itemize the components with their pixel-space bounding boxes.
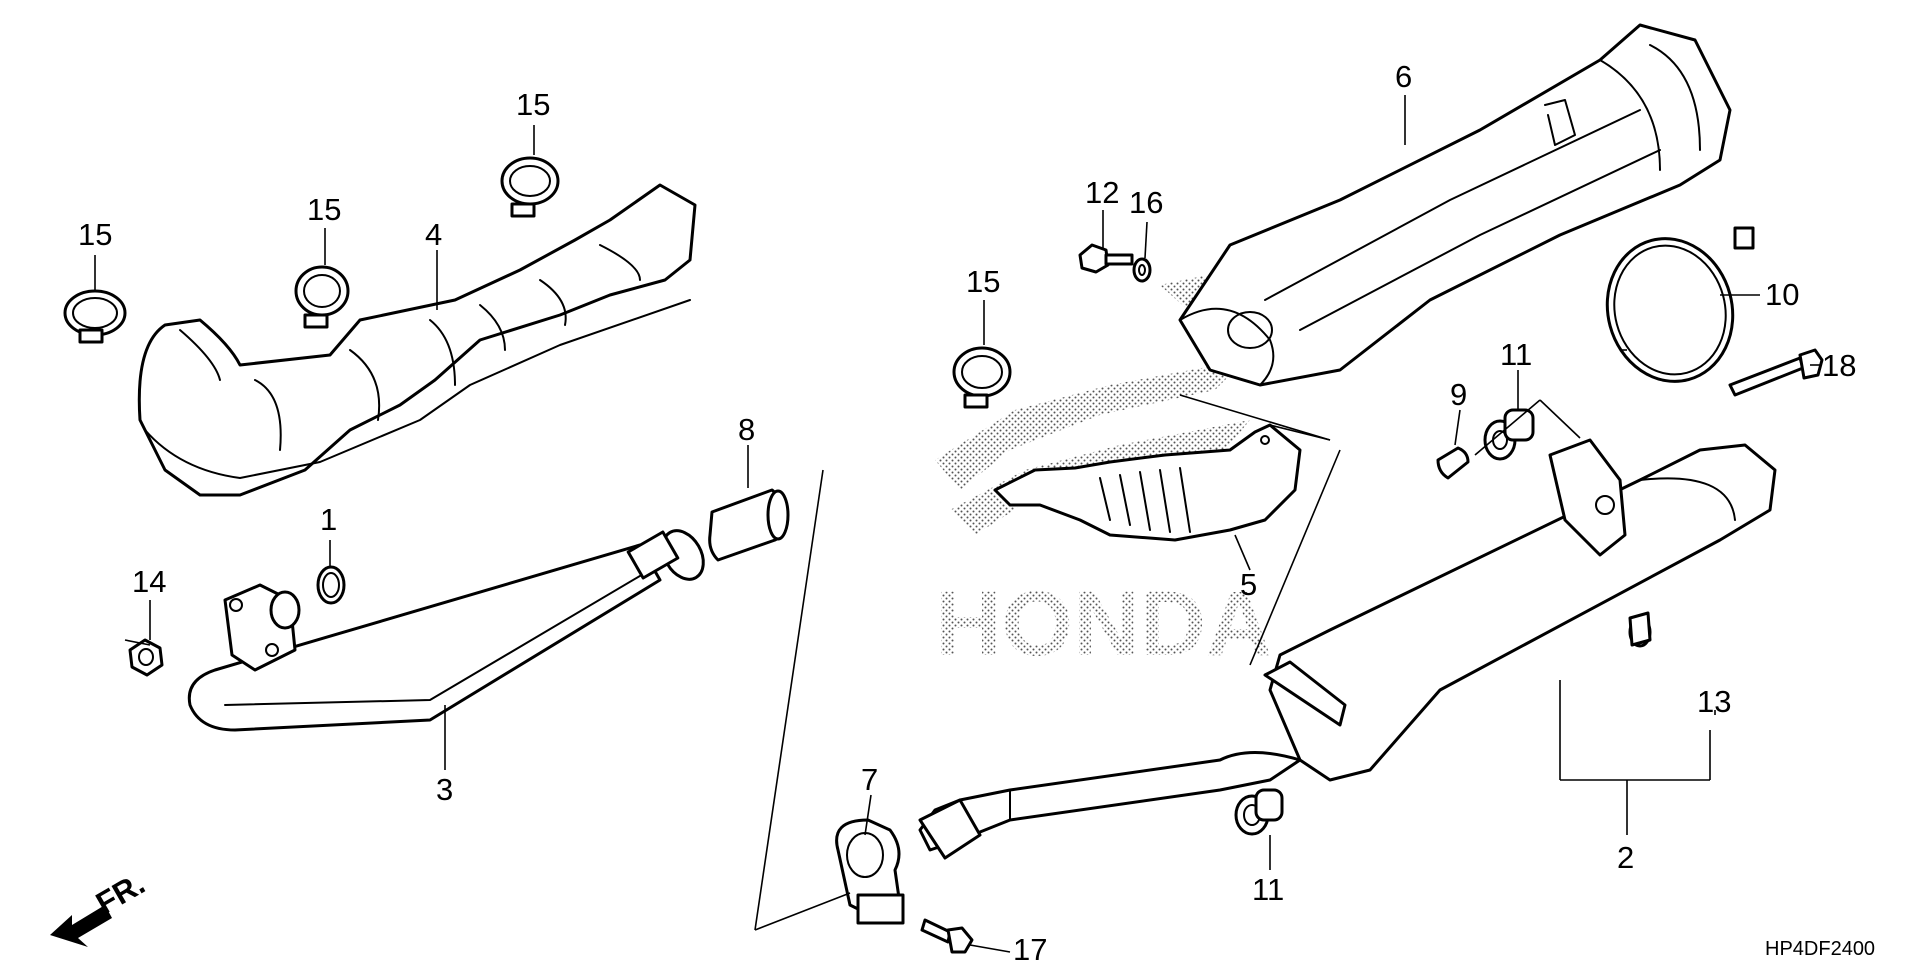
part-3-exhaust-pipe (187, 529, 705, 732)
callout-8: 8 (738, 412, 755, 447)
callout-7: 7 (861, 762, 878, 797)
part-15-clamp-b (294, 265, 350, 329)
part-9-collar (1436, 446, 1470, 480)
part-1-gasket (316, 565, 346, 605)
part-14-nut (128, 638, 164, 677)
part-6-muffler-cover (1178, 23, 1732, 387)
part-5-heat-shield (993, 423, 1302, 542)
callout-11-upper: 11 (1500, 337, 1532, 372)
callout-17: 17 (1013, 932, 1047, 960)
part-18-bolt (1728, 348, 1824, 397)
callout-5: 5 (1240, 567, 1257, 602)
callout-15-b: 15 (307, 192, 341, 227)
part-11-grommet-upper (1483, 408, 1535, 461)
part-15-clamp-d (952, 346, 1012, 409)
callout-6: 6 (1395, 59, 1412, 94)
callout-12: 12 (1085, 175, 1119, 210)
part-8-sleeve (708, 488, 790, 562)
leader-lines (94, 95, 1820, 953)
watermark-text: HONDA (935, 573, 1272, 675)
callout-4: 4 (425, 217, 442, 252)
callout-1: 1 (320, 502, 337, 537)
callout-15-c: 15 (516, 87, 550, 122)
part-15-clamp-a (63, 289, 127, 344)
part-16-washer (1132, 257, 1152, 283)
diagram-code: HP4DF2400 (1765, 938, 1875, 960)
callout-3: 3 (436, 772, 453, 807)
callout-10: 10 (1765, 277, 1799, 312)
part-17-bolt (920, 918, 974, 954)
part-4-upper-heat-cover (137, 183, 697, 497)
part-11-grommet-lower (1234, 788, 1284, 836)
callout-11-lower: 11 (1252, 872, 1284, 907)
part-7-clamp-bracket (835, 818, 905, 925)
callout-labels: 1 2 3 4 5 6 7 8 9 10 11 11 12 13 14 15 1… (78, 59, 1856, 960)
front-direction-arrow: FR. (50, 866, 151, 947)
part-12-bolt (1078, 243, 1134, 274)
callout-9: 9 (1450, 377, 1467, 412)
part-10-band-clamp (1605, 226, 1755, 383)
honda-watermark: HONDA (935, 260, 1330, 675)
part-13-plug (1628, 611, 1652, 647)
callout-2: 2 (1617, 840, 1634, 875)
callout-18: 18 (1822, 348, 1856, 383)
callout-13: 13 (1697, 684, 1731, 719)
callout-15-a: 15 (78, 217, 112, 252)
callout-15-d: 15 (966, 264, 1000, 299)
reference-lines (754, 349, 1711, 931)
part-15-clamp-c (500, 156, 560, 218)
callout-16: 16 (1129, 185, 1163, 220)
callout-14: 14 (132, 564, 166, 599)
